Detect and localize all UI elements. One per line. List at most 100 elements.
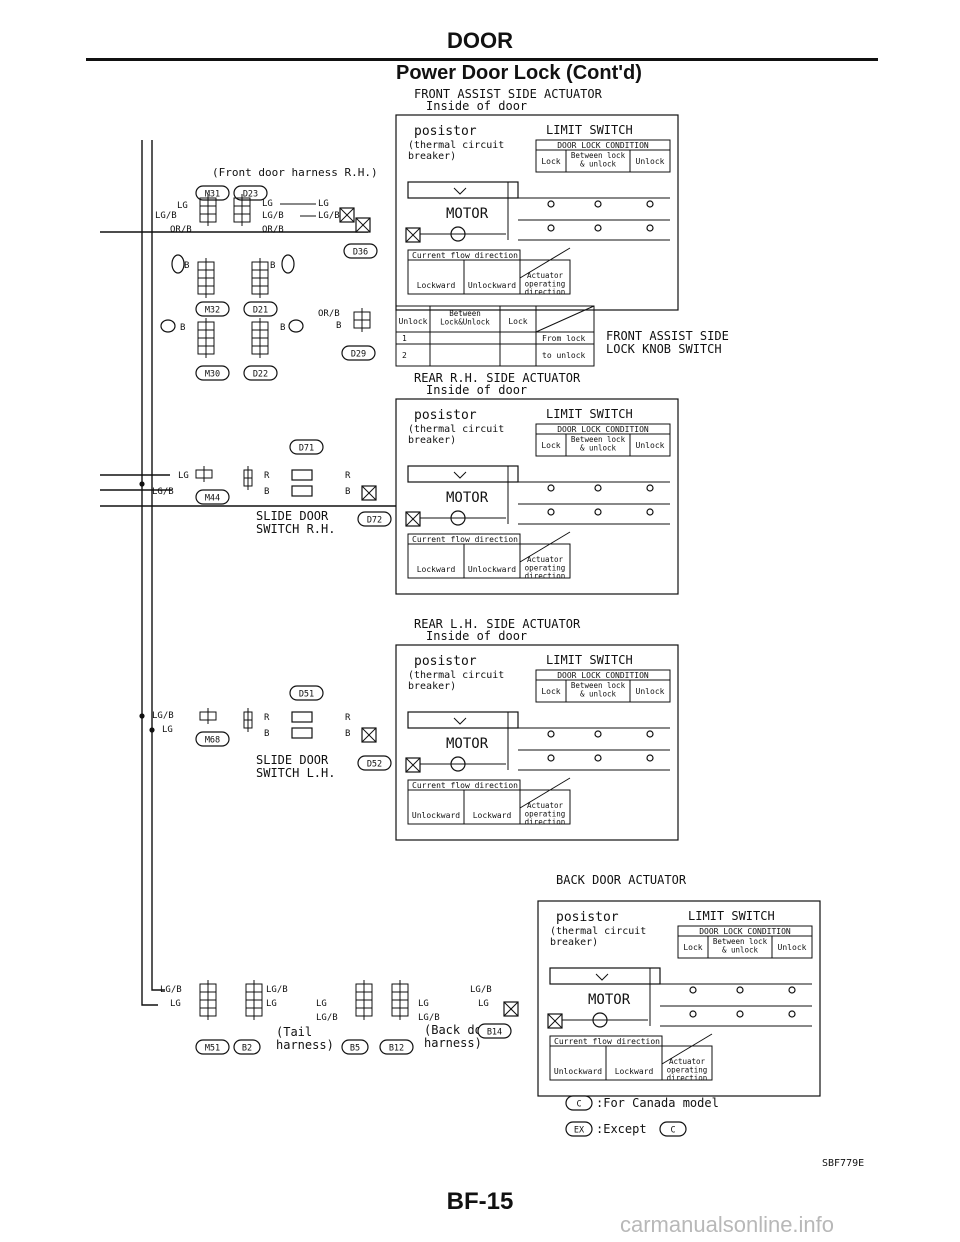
pin-cell (355, 991, 365, 1001)
actuator-2-contact (594, 484, 602, 492)
pin-cell (199, 1007, 209, 1017)
actuator-3-flow-header: Current flow direction (412, 781, 518, 790)
actuator-4-frame (537, 900, 821, 1097)
actuator-3-posistor: posistor (414, 654, 477, 669)
actuator-2-cond-between: Between lock (571, 435, 626, 444)
pin-cell (253, 991, 263, 1001)
pin-cell (251, 345, 261, 355)
junction-dot (139, 713, 145, 719)
actuator-3-posistor-box (407, 711, 519, 729)
connector-m31 (195, 185, 230, 201)
actuator-1-posistor-box (407, 181, 519, 199)
back-door-harness-label: harness) (424, 1036, 482, 1050)
actuator-1-contact (594, 224, 602, 232)
slide-door-switch-rh-label: SWITCH R.H. (256, 522, 335, 536)
actuator-2-posistor: posistor (414, 408, 477, 423)
actuator-1-contact (594, 200, 602, 208)
actuator-1-posistor-desc: (thermal circuit (408, 140, 504, 151)
pin-cell (207, 213, 217, 223)
ground-x2 (361, 727, 377, 743)
actuator-4-cond-cell (771, 935, 813, 959)
ground-symbol (361, 485, 377, 501)
actuator-3-flow-diag (519, 777, 571, 809)
connector-m51 (195, 1039, 230, 1055)
ground-x2 (361, 485, 377, 501)
actuator-1-contact (646, 224, 654, 232)
ground-symbol (361, 727, 377, 743)
legend-ex-text: :Except (596, 1122, 647, 1136)
actuator-3-contact (547, 730, 555, 738)
knob-row2: 2 (402, 351, 407, 360)
pin-cell (251, 321, 261, 331)
actuator-1-posistor-symbol (453, 187, 467, 195)
knob-row1: 1 (402, 334, 407, 343)
pin-cell (245, 999, 255, 1009)
pin-cell (363, 991, 373, 1001)
pin-cell (253, 983, 263, 993)
pin-cell (205, 269, 215, 279)
connector-b2 (233, 1039, 261, 1055)
actuator-1-limit-switch: LIMIT SWITCH (546, 123, 633, 137)
connector-block (355, 980, 373, 1020)
knob-between: Between (449, 309, 481, 318)
actuator-3-ground (405, 757, 421, 773)
wire-b-label: B (264, 487, 269, 497)
actuator-4-posistor-box (549, 967, 661, 985)
actuator-4-ground (547, 1013, 563, 1029)
pin-cell (207, 205, 217, 215)
switch-contact (291, 711, 313, 723)
trunk-wire-left (141, 140, 158, 1006)
wire-orb-label: OR/B (170, 225, 192, 235)
connector-block (243, 466, 253, 490)
connector-b5 (341, 1039, 369, 1055)
wire-lgb-label: LG/B (470, 985, 492, 995)
wire-lg-label: LG (178, 471, 189, 481)
wire-r-label: R (264, 471, 270, 481)
switch-contact (291, 485, 313, 497)
actuator-3-contact (594, 730, 602, 738)
actuator-2-subtitle: Inside of door (426, 383, 527, 397)
actuator-3-contact (646, 754, 654, 762)
pin-cell (195, 469, 205, 479)
actuator-1-frame (395, 114, 679, 311)
connector-block (199, 708, 217, 724)
pin-cell (259, 261, 269, 271)
pin-cell (391, 1007, 401, 1017)
pin-cell (203, 469, 213, 479)
switch-contact (291, 469, 313, 481)
wire-b-label: B (184, 261, 189, 271)
pin-cell (207, 711, 217, 721)
actuator-3-posistor-symbol (453, 717, 467, 725)
knob-between: Lock&Unlock (440, 317, 490, 326)
actuator-2-contact (547, 508, 555, 516)
actuator-1-cond-header: DOOR LOCK CONDITION (557, 141, 649, 150)
connector-b5-text: B5 (350, 1044, 360, 1054)
tail-harness-label: harness) (276, 1038, 334, 1052)
junction-dot (139, 481, 145, 487)
actuator-4-operating: direction (667, 1074, 708, 1083)
wire-lg-label: LG (266, 999, 277, 1009)
pin-cell (355, 999, 365, 1009)
connector-d36 (343, 243, 378, 259)
wire-lg-label: LG (418, 999, 429, 1009)
pin-cell (199, 991, 209, 1001)
knob-symbol (171, 254, 185, 274)
pin-cell (253, 999, 263, 1009)
connector-block-d23 (233, 194, 251, 226)
watermark: carmanualsonline.info (620, 1212, 835, 1237)
actuator-2-motor: MOTOR (446, 490, 489, 506)
pin-cell (259, 285, 269, 295)
ground-symbol (503, 1001, 519, 1017)
pin-cell (245, 1007, 255, 1017)
pin-cell (399, 999, 409, 1009)
pin-cell (205, 329, 215, 339)
actuator-1-flow-left: Lockward (417, 281, 456, 290)
actuator-1-flow-right: Unlockward (468, 281, 516, 290)
pin-cell (363, 983, 373, 993)
actuator-4-cond-between: & unlock (722, 945, 759, 954)
wire-b-label: B (345, 729, 350, 739)
wire-b-label: B (264, 729, 269, 739)
connector-m31-text: M31 (205, 190, 220, 200)
actuator-4-contact (736, 986, 744, 994)
